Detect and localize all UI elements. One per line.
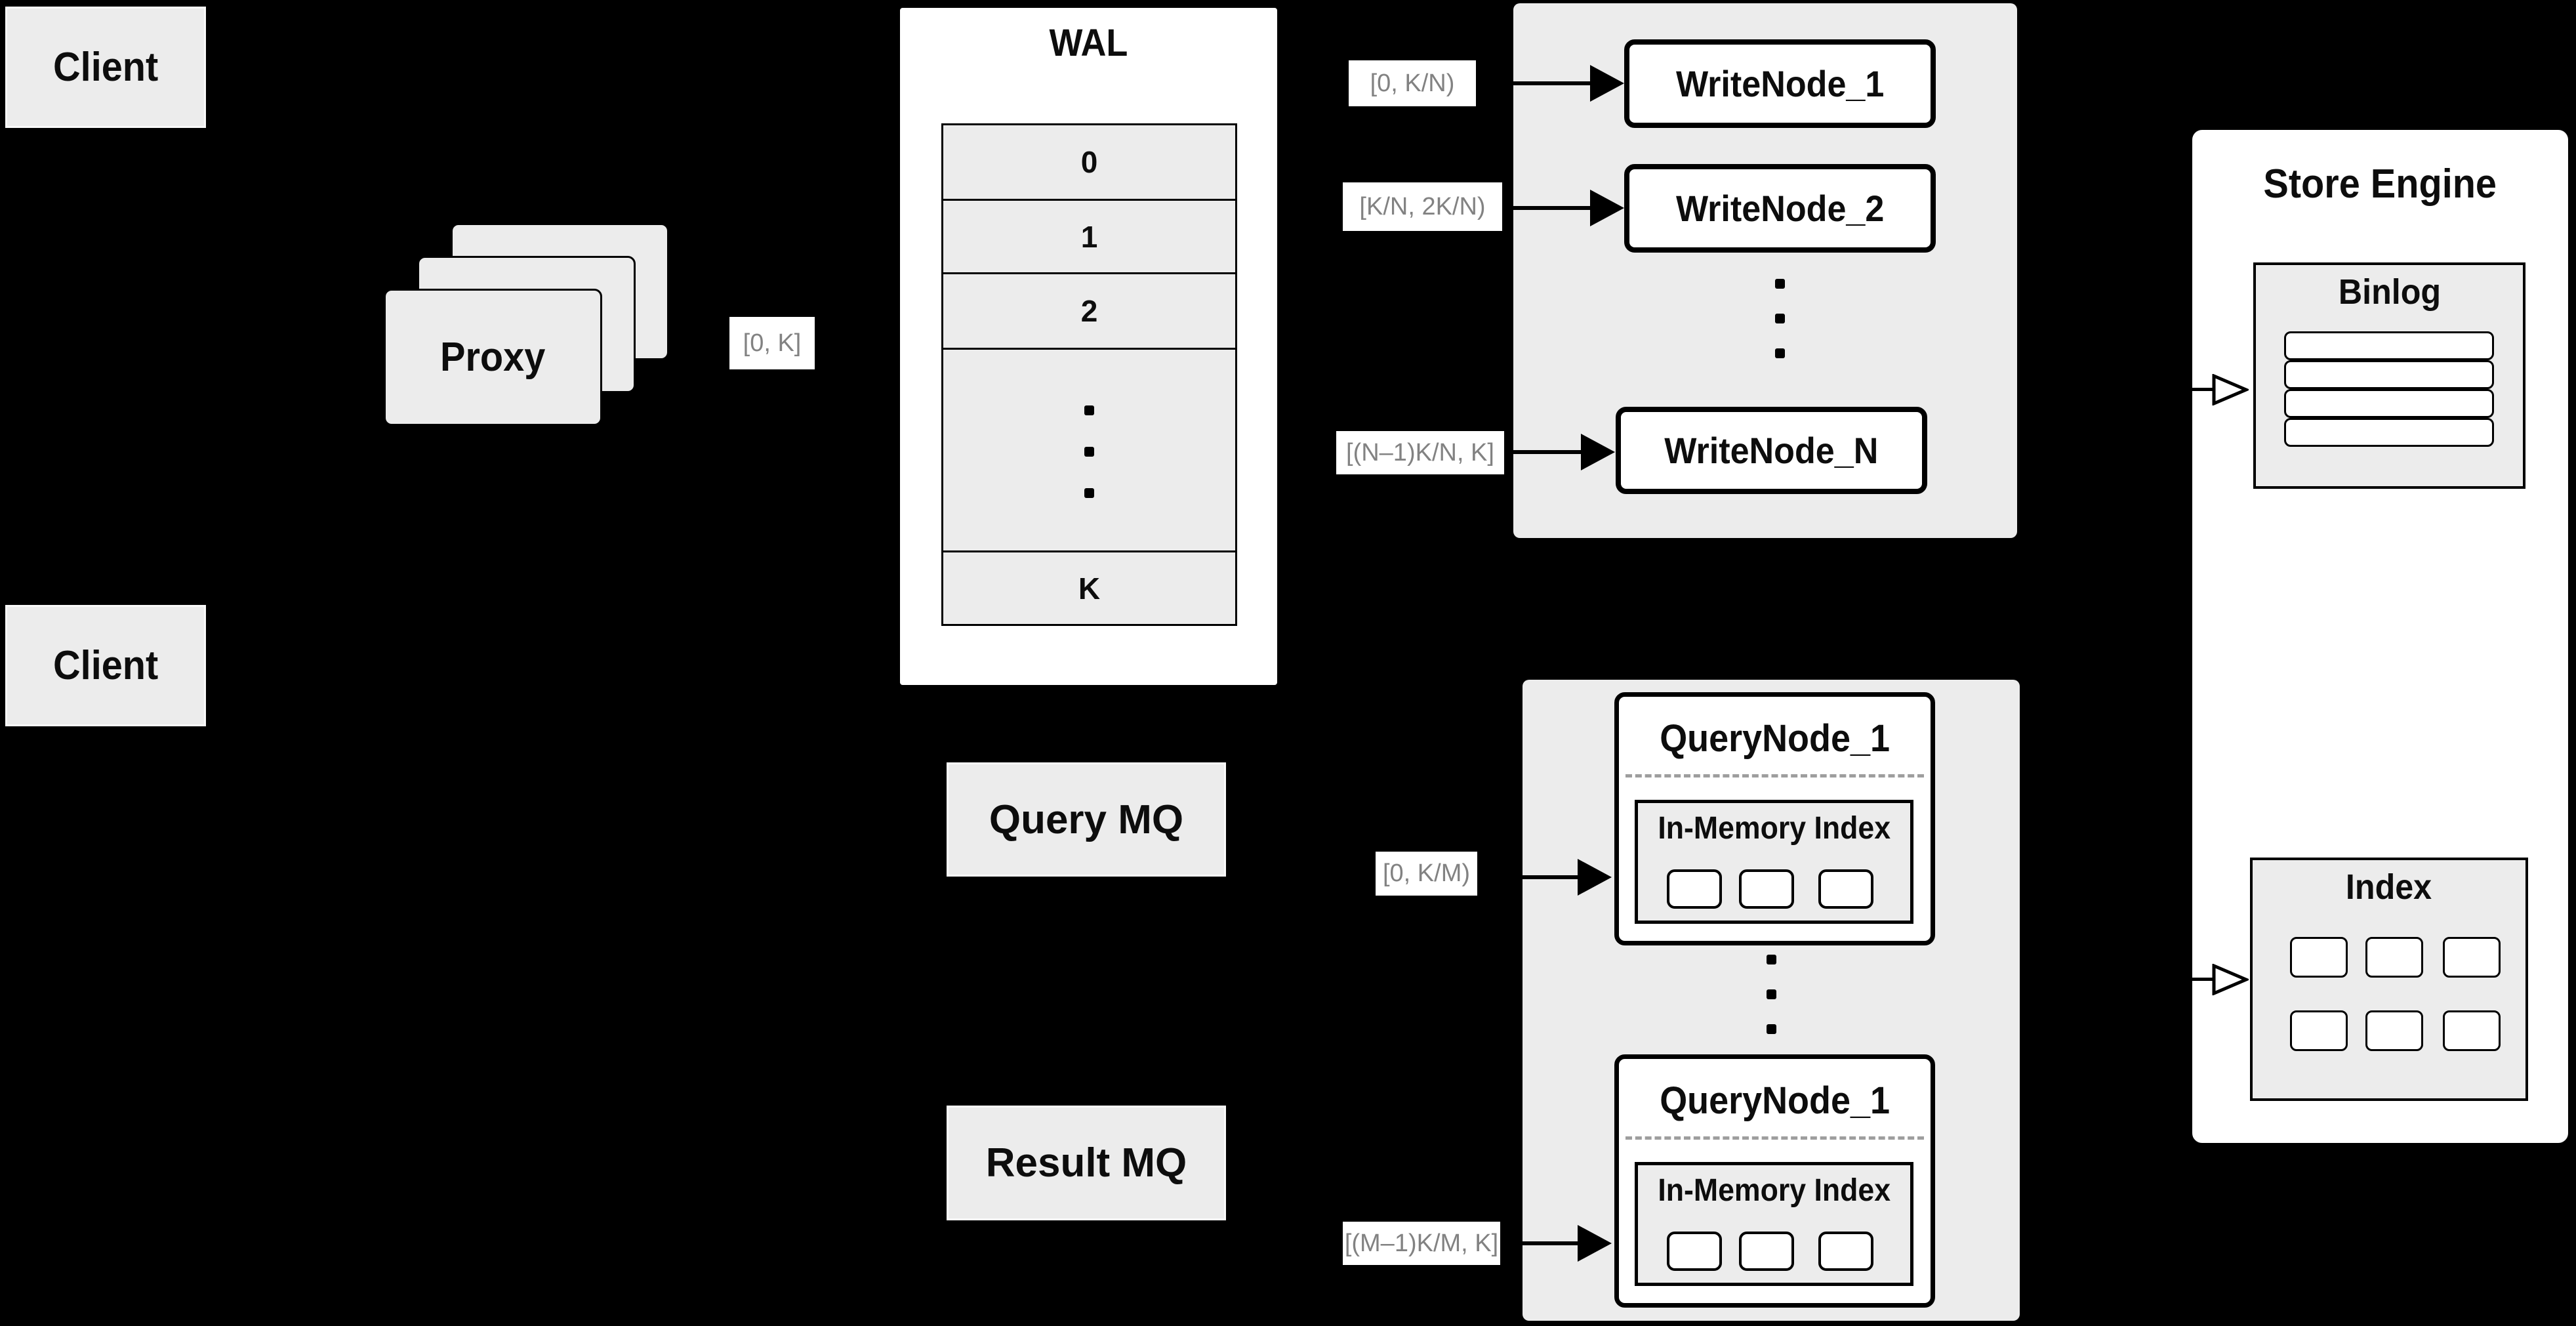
- query-node-1-separator: [1625, 774, 1924, 777]
- write-node-1-label: WriteNode_1: [1675, 63, 1885, 104]
- wal-row-2: 2: [941, 272, 1237, 350]
- write-range-2-text: [K/N, 2K/N): [1359, 192, 1486, 220]
- in-memory-index-1-text: In-Memory Index: [1658, 810, 1891, 846]
- arrow-line-binlog: [2170, 388, 2216, 391]
- in-memory-index-title-m: In-Memory Index: [1635, 1171, 1913, 1210]
- result-mq-box: Result MQ: [947, 1106, 1226, 1220]
- write-range-label-n: [(N–1)K/N, K]: [1336, 431, 1504, 474]
- binlog-title-text: Binlog: [2338, 272, 2441, 312]
- query-range-m-text: [(M–1)K/M, K]: [1344, 1229, 1499, 1257]
- wal-row-k: K: [941, 550, 1237, 626]
- result-mq-label: Result MQ: [985, 1140, 1187, 1186]
- write-range-label-1: [0, K/N): [1349, 60, 1476, 106]
- arrow-line-querynode-m: [1500, 1241, 1578, 1245]
- write-node-ellipsis-dot: [1775, 348, 1785, 358]
- query-range-label-m: [(M–1)K/M, K]: [1343, 1222, 1500, 1265]
- query-mq-label: Query MQ: [989, 797, 1184, 842]
- wal-row-1-label: 1: [1080, 219, 1098, 254]
- write-range-label-2: [K/N, 2K/N): [1343, 182, 1502, 231]
- arrow-line-writenode-2: [1502, 206, 1590, 210]
- index-title-text: Index: [2346, 867, 2432, 907]
- segment-box: [1818, 1232, 1873, 1271]
- wal-ellipsis-dot: [1084, 405, 1094, 415]
- arrowhead-writenode-2: [1590, 190, 1624, 226]
- wal-row-0-label: 0: [1080, 145, 1098, 179]
- write-node-n-label: WriteNode_N: [1664, 430, 1879, 471]
- query-node-ellipsis-dot: [1767, 955, 1776, 964]
- query-range-label-1: [0, K/M): [1376, 852, 1477, 896]
- query-range-1-text: [0, K/M): [1382, 860, 1471, 887]
- wal-title-text: WAL: [1049, 21, 1128, 64]
- proxy-label: Proxy: [440, 335, 546, 380]
- segment-box: [1667, 869, 1722, 909]
- proxy-range-label: [0, K]: [729, 317, 815, 369]
- segment-box: [1667, 1232, 1722, 1271]
- store-engine-title: Store Engine: [2190, 157, 2570, 210]
- write-node-ellipsis-dot: [1775, 279, 1785, 289]
- write-node-1: WriteNode_1: [1624, 39, 1936, 128]
- proxy-card-front: Proxy: [384, 289, 602, 426]
- client-box-top: Client: [5, 7, 206, 128]
- binlog-entry: [2284, 418, 2494, 447]
- segment-box: [1739, 1232, 1794, 1271]
- binlog-entry: [2284, 389, 2494, 418]
- arrowhead-writenode-n: [1581, 434, 1615, 470]
- arrowhead-writenode-1: [1590, 65, 1624, 102]
- index-cell: [2443, 937, 2501, 978]
- query-node-ellipsis-dot: [1767, 989, 1776, 999]
- wal-row-0: 0: [941, 123, 1237, 201]
- arrow-line-querynode-1: [1477, 875, 1578, 879]
- write-node-2: WriteNode_2: [1624, 164, 1936, 253]
- write-node-ellipsis-dot: [1775, 314, 1785, 323]
- write-range-n-text: [(N–1)K/N, K]: [1346, 438, 1494, 466]
- wal-title: WAL: [897, 20, 1280, 66]
- binlog-title: Binlog: [2253, 272, 2525, 312]
- wal-ellipsis-dot: [1084, 488, 1094, 498]
- write-node-n: WriteNode_N: [1616, 407, 1927, 494]
- query-mq-box: Query MQ: [947, 762, 1226, 877]
- binlog-entry: [2284, 360, 2494, 389]
- open-arrowhead-index-icon: [2212, 964, 2249, 995]
- index-cell: [2290, 937, 2348, 978]
- arrow-line-writenode-1: [1476, 81, 1590, 85]
- write-range-1-text: [0, K/N): [1370, 69, 1455, 97]
- index-cell: [2290, 1010, 2348, 1051]
- query-node-ellipsis-dot: [1767, 1024, 1776, 1034]
- binlog-entry: [2284, 331, 2494, 360]
- arrowhead-querynode-m: [1578, 1225, 1612, 1262]
- store-engine-title-text: Store Engine: [2263, 161, 2497, 207]
- wal-row-2-label: 2: [1080, 294, 1098, 328]
- client-box-bottom: Client: [5, 605, 206, 726]
- index-cell: [2365, 1010, 2423, 1051]
- proxy-range-text: [0, K]: [743, 329, 802, 357]
- arrow-line-writenode-n: [1504, 450, 1581, 454]
- segment-box: [1739, 869, 1794, 909]
- query-node-1-title: QueryNode_1: [1614, 712, 1935, 764]
- query-node-m-title: QueryNode_1: [1614, 1074, 1935, 1127]
- client-top-label: Client: [52, 45, 159, 90]
- index-title: Index: [2250, 867, 2528, 907]
- query-node-m-title-text: QueryNode_1: [1660, 1079, 1890, 1122]
- open-arrowhead-binlog-icon: [2212, 374, 2249, 405]
- in-memory-index-m-text: In-Memory Index: [1658, 1172, 1891, 1208]
- write-node-2-label: WriteNode_2: [1675, 188, 1885, 229]
- arrowhead-querynode-1: [1578, 859, 1612, 896]
- arrow-line-index: [2170, 978, 2216, 981]
- segment-box: [1818, 869, 1873, 909]
- index-cell: [2443, 1010, 2501, 1051]
- index-cell: [2365, 937, 2423, 978]
- index-box: [2250, 858, 2528, 1101]
- wal-ellipsis-dot: [1084, 447, 1094, 457]
- in-memory-index-title-1: In-Memory Index: [1635, 808, 1913, 848]
- client-bottom-label: Client: [52, 643, 159, 688]
- wal-row-ellipsis: [941, 348, 1237, 552]
- wal-row-1: 1: [941, 199, 1237, 274]
- query-node-m-separator: [1625, 1136, 1924, 1140]
- wal-row-k-label: K: [1078, 571, 1101, 606]
- query-node-1-title-text: QueryNode_1: [1660, 716, 1890, 760]
